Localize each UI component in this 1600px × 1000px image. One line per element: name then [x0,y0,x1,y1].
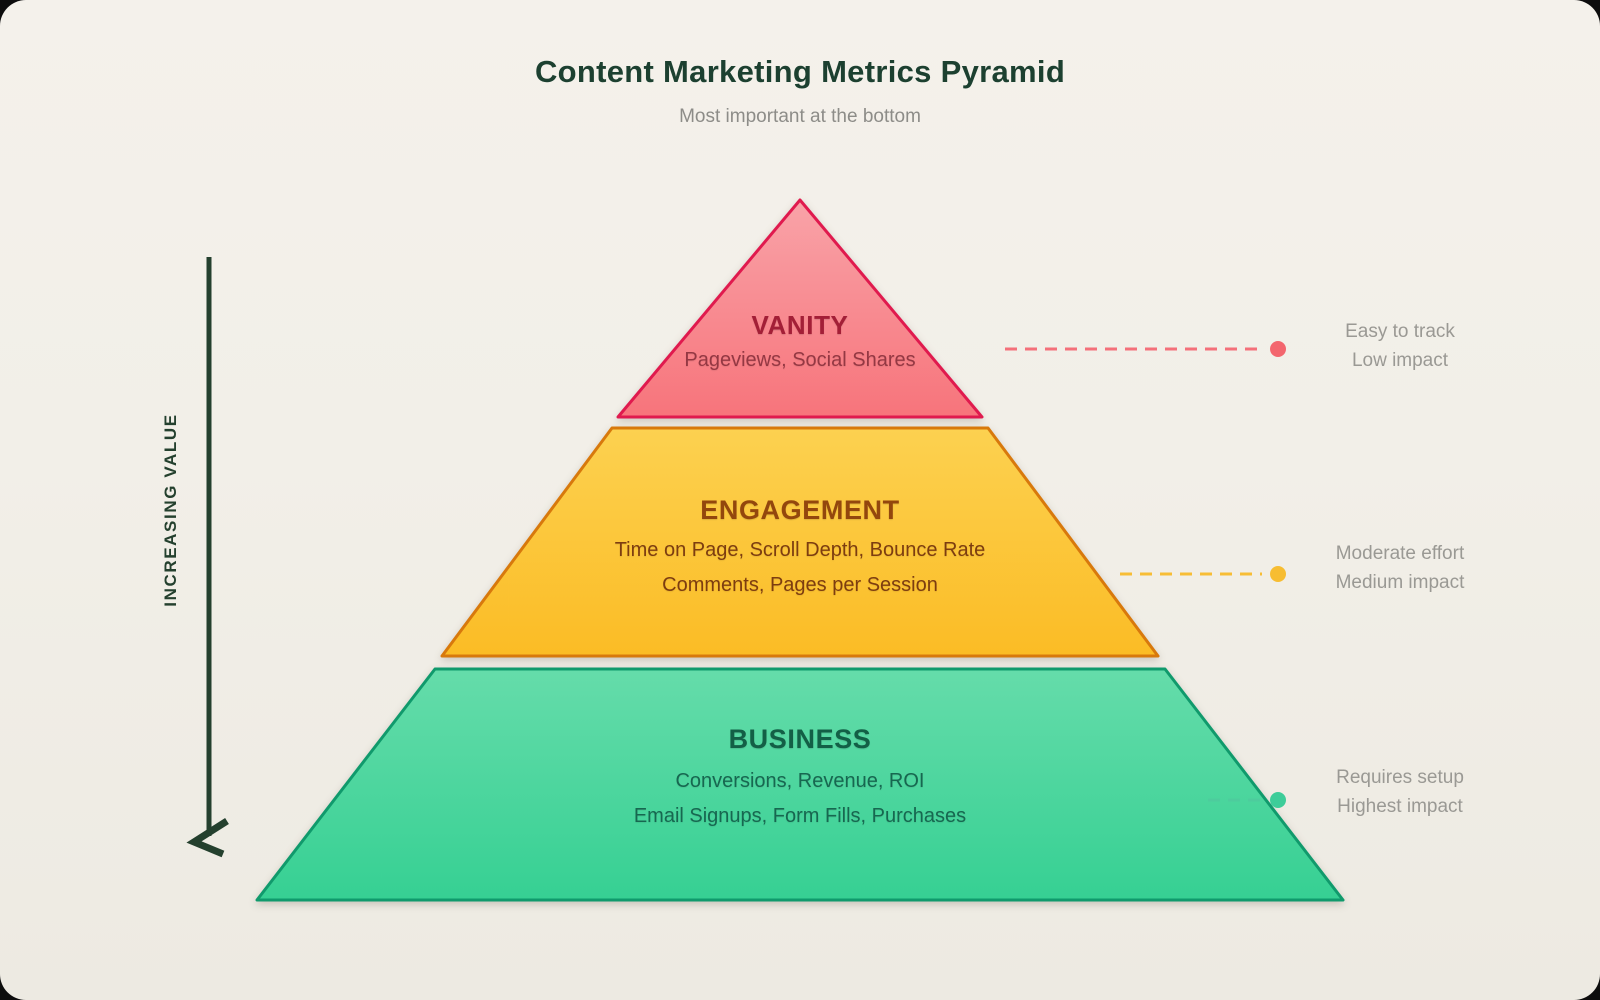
page-subtitle: Most important at the bottom [679,106,921,127]
connector-dot-vanity [1270,341,1286,357]
annotation-engagement-line1: Moderate effort [1335,543,1465,564]
tier-metrics-business-2: Email Signups, Form Fills, Purchases [633,805,967,827]
annotation-engagement: Moderate effort Medium impact [1270,539,1530,597]
tier-label-business: BUSINESS [728,724,872,754]
tier-label-engagement: ENGAGEMENT [700,495,900,525]
tier-shape-engagement [440,426,1160,658]
value-axis-arrowhead-icon [186,818,229,858]
tier-metrics-vanity: Pageviews, Social Shares [684,349,916,371]
annotation-business-line2: Highest impact [1337,796,1463,817]
annotation-vanity-line1: Easy to track [1345,321,1455,342]
tier-shape-business [255,667,1345,902]
annotation-vanity: Easy to track Low impact [1270,317,1530,375]
tier-label-vanity: VANITY [751,310,849,340]
tier-metrics-engagement-1: Time on Page, Scroll Depth, Bounce Rate [614,539,986,561]
annotation-vanity-line2: Low impact [1351,350,1449,371]
tier-shape-vanity [616,198,984,419]
annotation-engagement-line2: Medium impact [1335,572,1465,593]
connector-dot-engagement [1270,566,1286,582]
tier-metrics-engagement-2: Comments, Pages per Session [662,574,938,596]
annotation-business-line1: Requires setup [1336,767,1464,788]
connector-dot-business [1270,792,1286,808]
annotation-business: Requires setup Highest impact [1270,763,1530,821]
page-title: Content Marketing Metrics Pyramid [534,54,1066,89]
tier-metrics-business-1: Conversions, Revenue, ROI [675,770,925,792]
